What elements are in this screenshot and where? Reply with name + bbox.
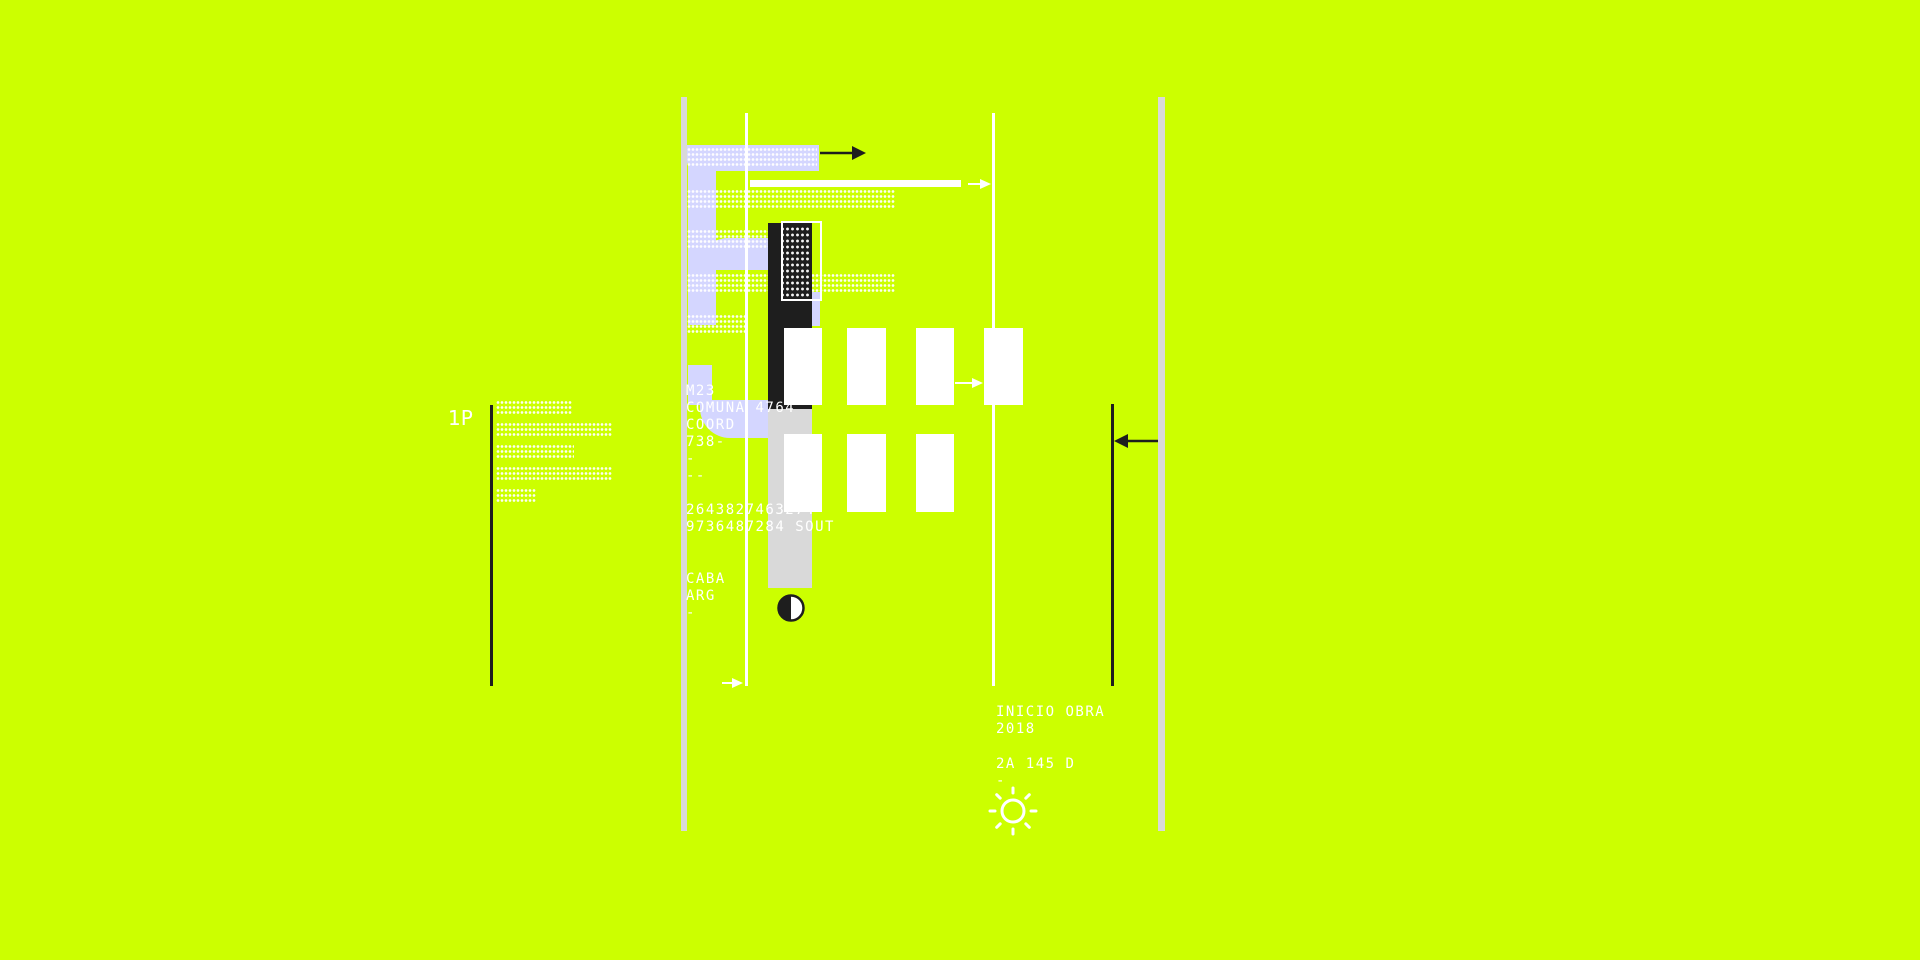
half-circle-contrast-icon xyxy=(777,594,805,622)
inner-left-line xyxy=(745,113,748,686)
dot-pattern-row xyxy=(687,189,895,209)
info-line: - xyxy=(686,605,696,621)
info-line: 738- xyxy=(686,434,726,450)
arrow-icon xyxy=(955,378,983,388)
info-line: 9736487284 SOUT xyxy=(686,519,835,535)
dot-pattern-row xyxy=(687,229,771,249)
info-line: M23 xyxy=(686,383,716,399)
info-line: -- xyxy=(686,468,706,484)
project-start-label: INICIO OBRA xyxy=(996,704,1106,720)
info-line: COORD xyxy=(686,417,736,433)
white-block xyxy=(916,328,954,405)
right-dark-line xyxy=(1111,404,1114,686)
outer-left-border xyxy=(681,97,687,831)
dot-pattern-row xyxy=(687,314,745,334)
arrow-icon xyxy=(968,179,991,189)
panel-label: 1P xyxy=(448,406,473,430)
outline-box xyxy=(781,221,822,301)
white-block xyxy=(784,434,822,512)
outer-right-border xyxy=(1158,97,1165,831)
dot-pattern-row xyxy=(687,147,817,167)
white-block xyxy=(984,328,1023,405)
white-block xyxy=(847,328,886,405)
dot-pattern-row xyxy=(496,400,572,416)
dot-pattern-row xyxy=(496,422,612,438)
white-block xyxy=(847,434,886,512)
left-panel-line xyxy=(490,405,493,686)
project-start-year: 2018 xyxy=(996,721,1036,737)
dot-pattern-row xyxy=(496,488,536,504)
info-line: COMUNA 4764 xyxy=(686,400,796,416)
info-line: ARG xyxy=(686,588,716,604)
white-block xyxy=(784,328,822,405)
info-line: CABA xyxy=(686,571,726,587)
arrow-icon xyxy=(722,678,743,688)
dot-pattern-row xyxy=(496,444,574,460)
info-line: 2643827463274 xyxy=(686,502,816,518)
lavender-shape xyxy=(688,365,712,405)
project-dash: - xyxy=(996,773,1006,789)
dot-pattern-row xyxy=(780,226,810,298)
dot-pattern-row xyxy=(496,466,612,482)
sun-icon xyxy=(988,786,1038,836)
lavender-shape xyxy=(700,400,770,438)
arrow-icon xyxy=(820,146,866,160)
arrow-icon xyxy=(1114,434,1158,448)
white-block xyxy=(916,434,954,512)
info-line: - xyxy=(686,451,696,467)
horizontal-bar xyxy=(750,180,961,187)
project-code: 2A 145 D xyxy=(996,756,1076,772)
lavender-shape xyxy=(810,292,820,326)
